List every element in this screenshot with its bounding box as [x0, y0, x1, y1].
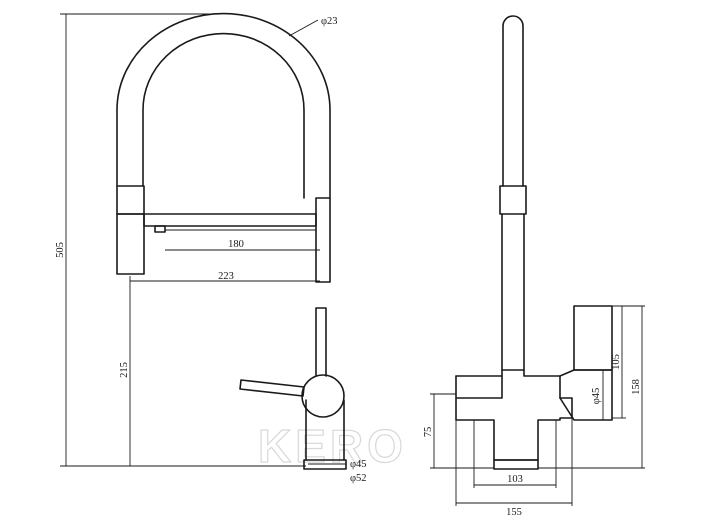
standpipe: [315, 307, 327, 377]
dim-handle-total-height: 158: [631, 379, 642, 395]
dim-overall-width: 155: [506, 507, 522, 518]
dim-spout-height: 215: [119, 362, 130, 378]
dim-reach-outer: 223: [218, 271, 234, 282]
dim-handle-height: 105: [611, 354, 622, 370]
side-spout-lower: [501, 213, 525, 371]
dim-handle-diameter: φ45: [591, 388, 602, 405]
mixer-cartridge: [301, 374, 345, 418]
front-view: [60, 12, 347, 470]
spout-arch-outer: [116, 12, 331, 199]
leader-spout-diameter: [288, 19, 319, 37]
dim-spout-diameter: φ23: [321, 16, 338, 27]
body-column: [305, 399, 345, 461]
lever-handle: [239, 379, 305, 397]
aerator: [154, 225, 166, 233]
spout-arm: [143, 213, 317, 227]
side-handle-block: [573, 305, 613, 371]
side-spout-tube: [502, 15, 524, 187]
dim-total-height: 505: [55, 242, 66, 258]
base-plate: [303, 459, 347, 470]
side-spray-collar: [499, 185, 527, 215]
side-view: [430, 15, 645, 506]
spray-head-collar: [116, 185, 145, 215]
dim-side-height: 75: [423, 427, 434, 438]
dim-base-outer: φ52: [350, 473, 367, 484]
side-body-block: [455, 369, 573, 461]
spout-holder: [315, 197, 331, 283]
side-base-plate: [493, 459, 539, 470]
spout-arch-inner: [142, 32, 305, 199]
spray-head-body: [116, 213, 145, 275]
dim-base-inner: φ45: [350, 459, 367, 470]
dim-base-width: 103: [507, 474, 523, 485]
dim-reach-inner: 180: [228, 239, 244, 250]
side-handle-joint: [559, 369, 613, 421]
